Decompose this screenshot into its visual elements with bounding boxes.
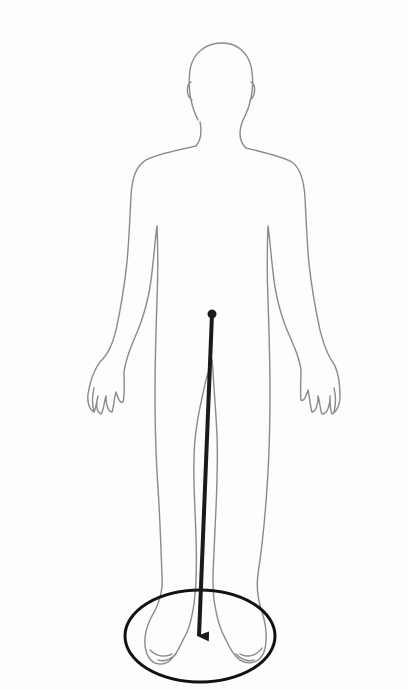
head-outline xyxy=(189,43,252,134)
body-outline xyxy=(88,43,340,664)
center-of-gravity-point xyxy=(208,310,217,319)
neck-left xyxy=(196,122,201,146)
gravity-vector-arrow xyxy=(199,314,212,636)
left-thumb xyxy=(93,388,95,412)
left-body-contour xyxy=(88,146,212,664)
neck-right xyxy=(240,134,246,148)
right-thumb xyxy=(334,388,336,412)
right-body-contour xyxy=(212,148,340,663)
left-toes xyxy=(150,650,176,661)
right-toes xyxy=(236,648,262,661)
